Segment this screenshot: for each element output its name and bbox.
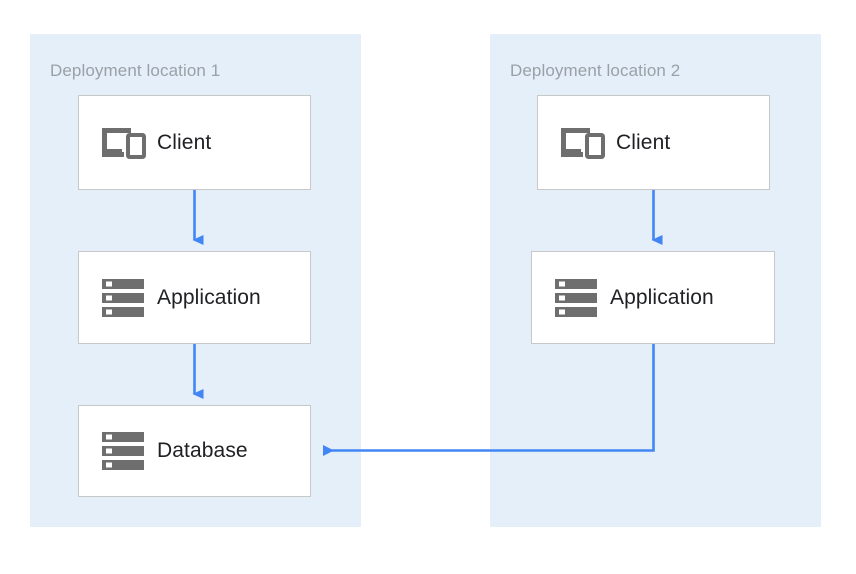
node-database-1[interactable]: Database — [78, 405, 311, 497]
devices-icon — [97, 120, 149, 166]
node-database-1-label: Database — [157, 439, 248, 462]
node-application-1-label: Application — [157, 285, 261, 309]
node-application-2[interactable]: Application — [531, 251, 775, 344]
node-client-2-label: Client — [616, 130, 671, 154]
devices-icon — [556, 120, 608, 166]
server-icon — [97, 275, 149, 321]
node-client-2[interactable]: Client — [537, 95, 770, 190]
deployment-location-2-title: Deployment location 2 — [510, 61, 681, 80]
node-application-1[interactable]: Application — [78, 251, 311, 344]
node-client-1-label: Client — [157, 130, 212, 154]
server-icon — [97, 428, 149, 474]
server-icon — [550, 275, 602, 321]
node-client-1[interactable]: Client — [78, 95, 311, 190]
deployment-location-1-title: Deployment location 1 — [50, 61, 221, 80]
node-application-2-label: Application — [610, 285, 714, 309]
